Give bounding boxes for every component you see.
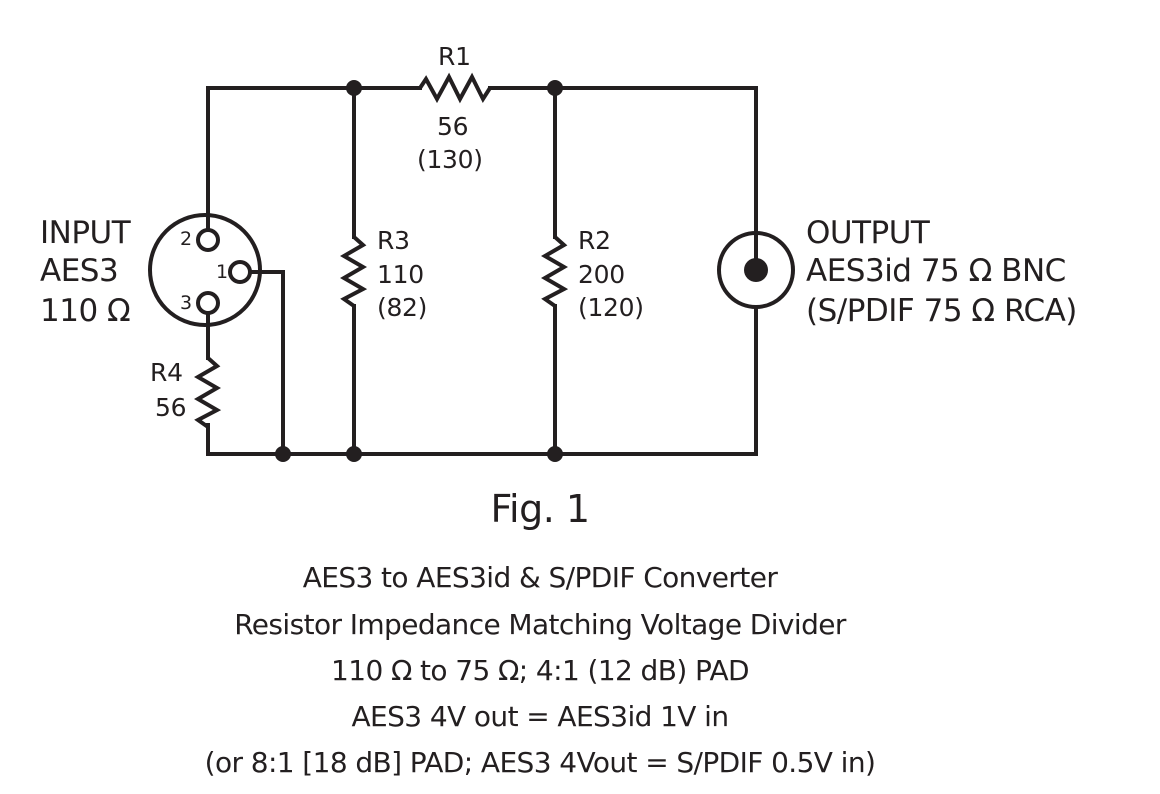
caption-line-4: AES3 4V out = AES3id 1V in bbox=[351, 700, 729, 733]
input-label-line-1: INPUT bbox=[40, 215, 131, 251]
caption-line-2: Resistor Impedance Matching Voltage Divi… bbox=[234, 608, 846, 641]
resistor-r4-symbol bbox=[194, 356, 222, 429]
bnc-center-pin-icon bbox=[744, 258, 768, 282]
r4-value: 56 bbox=[155, 393, 187, 422]
r2-alt-value: (120) bbox=[578, 293, 644, 322]
pin-1-label: 1 bbox=[216, 261, 229, 283]
r1-name: R1 bbox=[438, 42, 471, 71]
xlr-pin-2-icon bbox=[196, 228, 220, 252]
wire-pin2-to-top-rail bbox=[206, 86, 356, 232]
input-label-line-3: 110 Ω bbox=[40, 293, 131, 329]
caption-line-3: 110 Ω to 75 Ω; 4:1 (12 dB) PAD bbox=[331, 654, 750, 687]
caption-line-5: (or 8:1 [18 dB] PAD; AES3 4Vout = S/PDIF… bbox=[204, 746, 876, 779]
output-label-line-2: AES3id 75 Ω BNC bbox=[806, 253, 1066, 289]
wire-r1-to-output bbox=[488, 86, 758, 235]
caption-line-1: AES3 to AES3id & S/PDIF Converter bbox=[302, 561, 778, 594]
r3-name: R3 bbox=[377, 226, 410, 255]
junction-dot bbox=[547, 80, 563, 96]
pin-2-label: 2 bbox=[180, 228, 193, 250]
wire-bottom-rail bbox=[206, 305, 758, 456]
figure-label: Fig. 1 bbox=[490, 487, 590, 531]
junction-dot bbox=[275, 446, 291, 462]
r3-value: 110 bbox=[377, 260, 424, 289]
r4-name: R4 bbox=[150, 358, 183, 387]
r2-value: 200 bbox=[578, 260, 625, 289]
r3-alt-value: (82) bbox=[377, 293, 428, 322]
output-label-line-3: (S/PDIF 75 Ω RCA) bbox=[806, 293, 1077, 329]
input-label-line-2: AES3 bbox=[40, 253, 119, 289]
resistor-r2-symbol bbox=[541, 235, 569, 308]
r1-alt-value: (130) bbox=[417, 145, 483, 174]
junction-dot bbox=[346, 446, 362, 462]
pin-3-label: 3 bbox=[180, 292, 193, 314]
resistor-r1-symbol bbox=[418, 72, 492, 104]
r1-value: 56 bbox=[437, 112, 469, 141]
junction-dot bbox=[547, 446, 563, 462]
xlr-pin-3-icon bbox=[196, 291, 220, 315]
junction-dot bbox=[346, 80, 362, 96]
r2-name: R2 bbox=[578, 226, 611, 255]
xlr-pin-1-icon bbox=[228, 260, 252, 284]
wire-pin1-to-ground bbox=[248, 270, 285, 456]
resistor-r3-symbol bbox=[340, 235, 368, 308]
output-label-line-1: OUTPUT bbox=[806, 215, 930, 251]
